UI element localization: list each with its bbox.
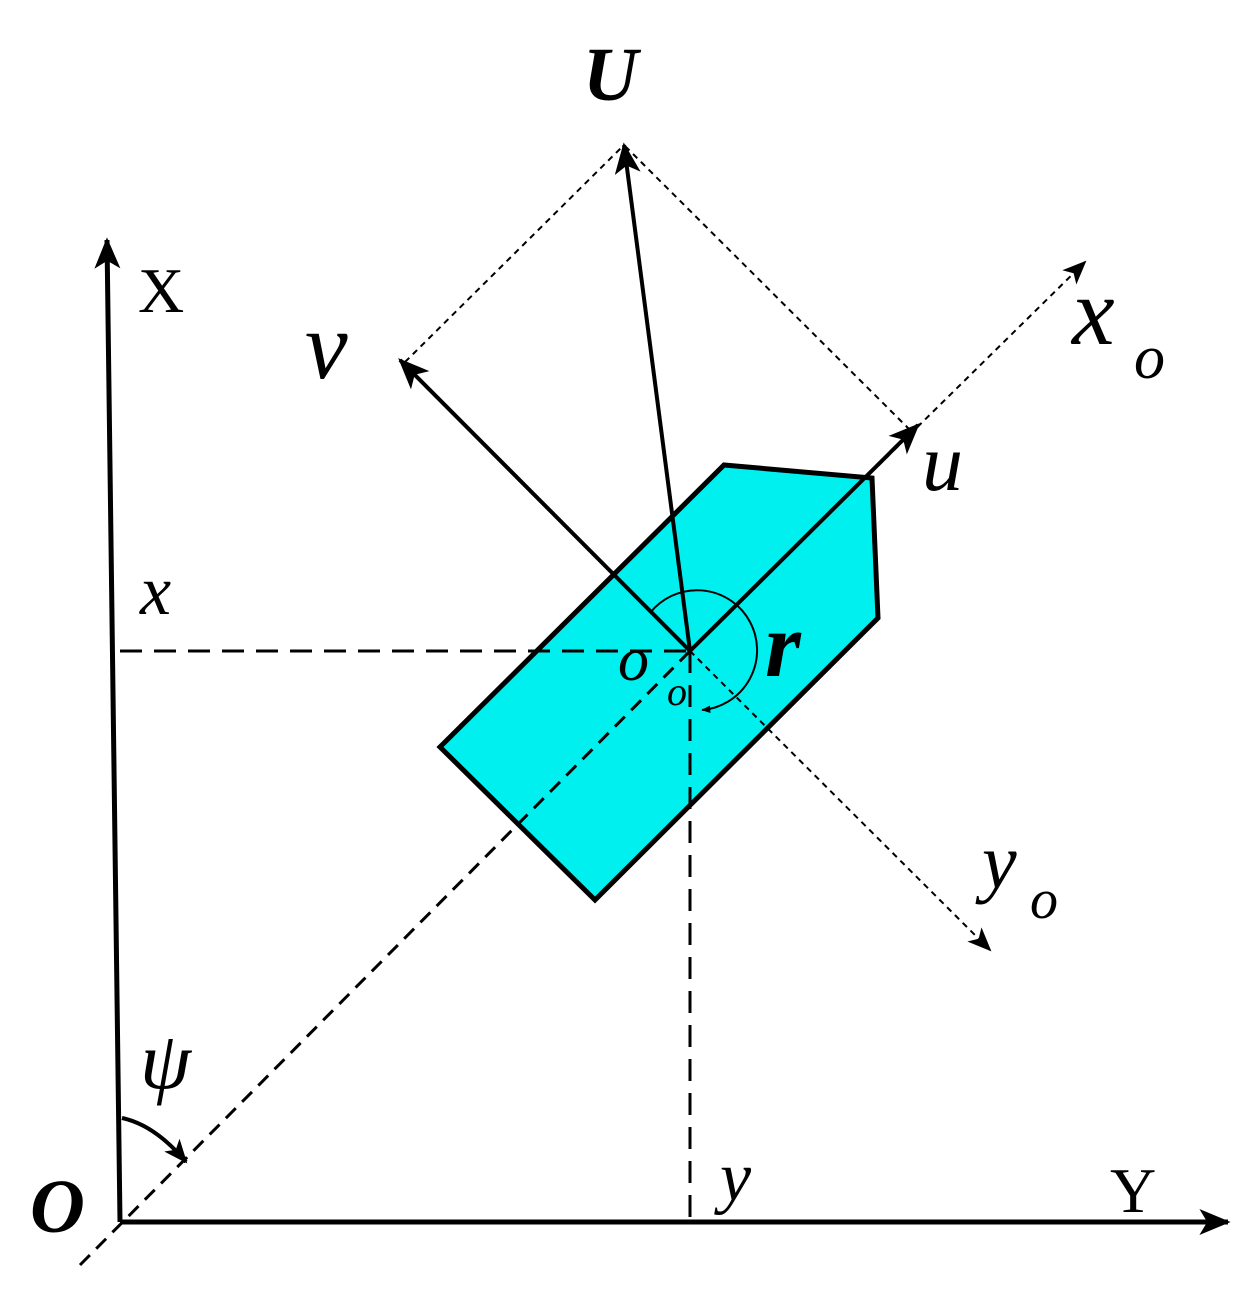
body-x-axis-label: x [1070,258,1115,365]
earth-y-axis-label: Y [1110,1155,1156,1226]
body-origin-label: o [618,626,649,694]
body-origin-subscript: o [667,669,687,714]
u-to-U-projection [623,144,911,431]
earth-x-axis [94,237,123,1223]
earth-x-axis-label: X [138,255,184,326]
position-y-label: y [714,1139,752,1216]
body-y-axis [689,650,992,952]
heading-angle-arc [121,1116,188,1164]
body-y-axis-label: y [975,818,1017,905]
position-x-label: x [139,553,171,630]
v-to-U-projection [404,144,625,363]
yaw-rate-arc [649,589,759,714]
heading-angle-label: ψ [140,1015,193,1106]
resultant-velocity-arrow [614,142,692,652]
yaw-rate-label: r [765,594,802,696]
body-x-axis-subscript: o [1134,324,1165,392]
earth-origin-label: O [30,1165,85,1249]
surge-velocity-arrow [688,423,920,653]
sway-velocity-arrow [398,358,692,653]
surge-velocity-label: u [922,417,963,508]
sway-velocity-label: v [305,292,348,399]
body-y-axis-subscript: o [1030,869,1058,931]
resultant-velocity-label: U [583,33,642,117]
